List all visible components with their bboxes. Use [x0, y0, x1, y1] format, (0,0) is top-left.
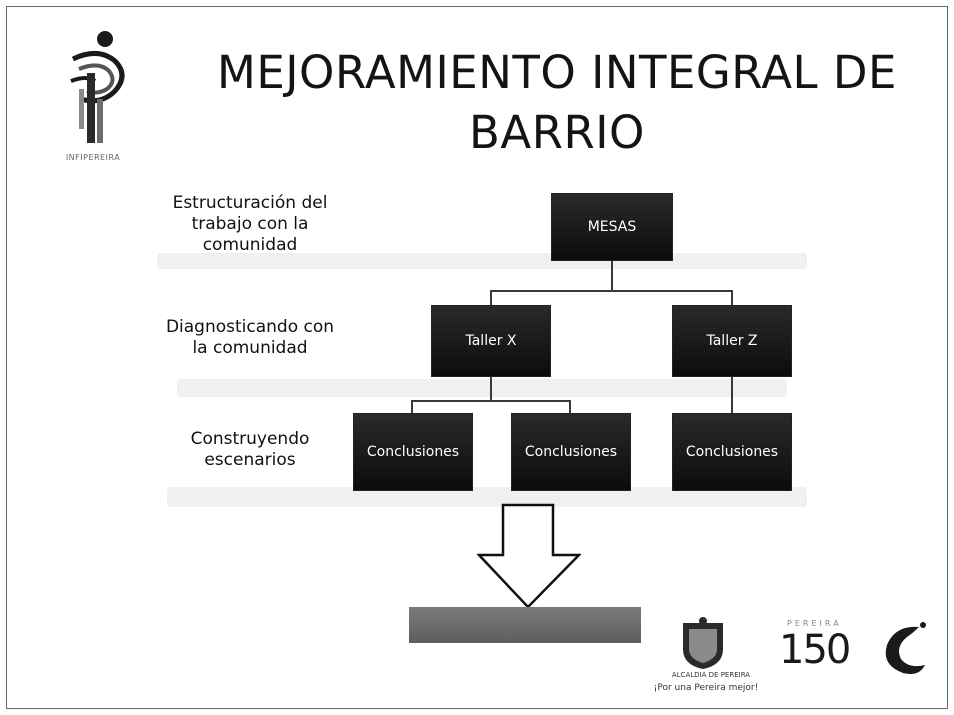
connector-taller-x-down: [490, 376, 492, 401]
connector-level2-horizontal: [411, 400, 571, 402]
swirl-logo-icon: [885, 622, 926, 674]
infipereira-logo: INFIPEREIRA: [43, 29, 137, 169]
alcaldia-label: ALCALDIA DE PEREIRA: [671, 671, 751, 679]
result-bar: [409, 607, 641, 643]
alcaldia-slogan: ¡Por una Pereira mejor!: [653, 683, 759, 693]
node-conclusiones-1: Conclusiones: [353, 413, 473, 491]
connector-to-taller-z: [731, 290, 733, 306]
connector-to-taller-x: [490, 290, 492, 306]
down-arrow-icon: [477, 503, 581, 609]
connector-to-conclusion-1: [411, 400, 413, 414]
node-taller-x: Taller X: [431, 305, 551, 377]
alcaldia-shield-icon: [683, 617, 723, 669]
infipereira-logo-label: INFIPEREIRA: [65, 153, 121, 162]
page-title: MEJORAMIENTO INTEGRAL DE BARRIO: [217, 46, 897, 159]
row-label-diagnosticando: Diagnosticando con la comunidad: [165, 317, 335, 358]
row-shadow-2: [177, 379, 787, 397]
connector-level1-horizontal: [490, 290, 733, 292]
slide: INFIPEREIRA MEJORAMIENTO INTEGRAL DE BAR…: [6, 6, 948, 709]
node-mesas: MESAS: [551, 193, 673, 261]
node-conclusiones-3: Conclusiones: [672, 413, 792, 491]
connector-taller-z-down: [731, 376, 733, 414]
row-label-estructuracion: Estructuración del trabajo con la comuni…: [172, 193, 328, 255]
pereira-150-number: 150: [779, 627, 851, 673]
connector-to-conclusion-2: [569, 400, 571, 414]
row-label-construyendo: Construyendo escenarios: [190, 429, 310, 470]
infipereira-logo-icon: [70, 31, 125, 143]
pereira-150-label: PEREIRA: [787, 619, 842, 628]
connector-root-down: [611, 260, 613, 291]
node-taller-z: Taller Z: [672, 305, 792, 377]
node-conclusiones-2: Conclusiones: [511, 413, 631, 491]
row-shadow-3: [167, 487, 807, 507]
